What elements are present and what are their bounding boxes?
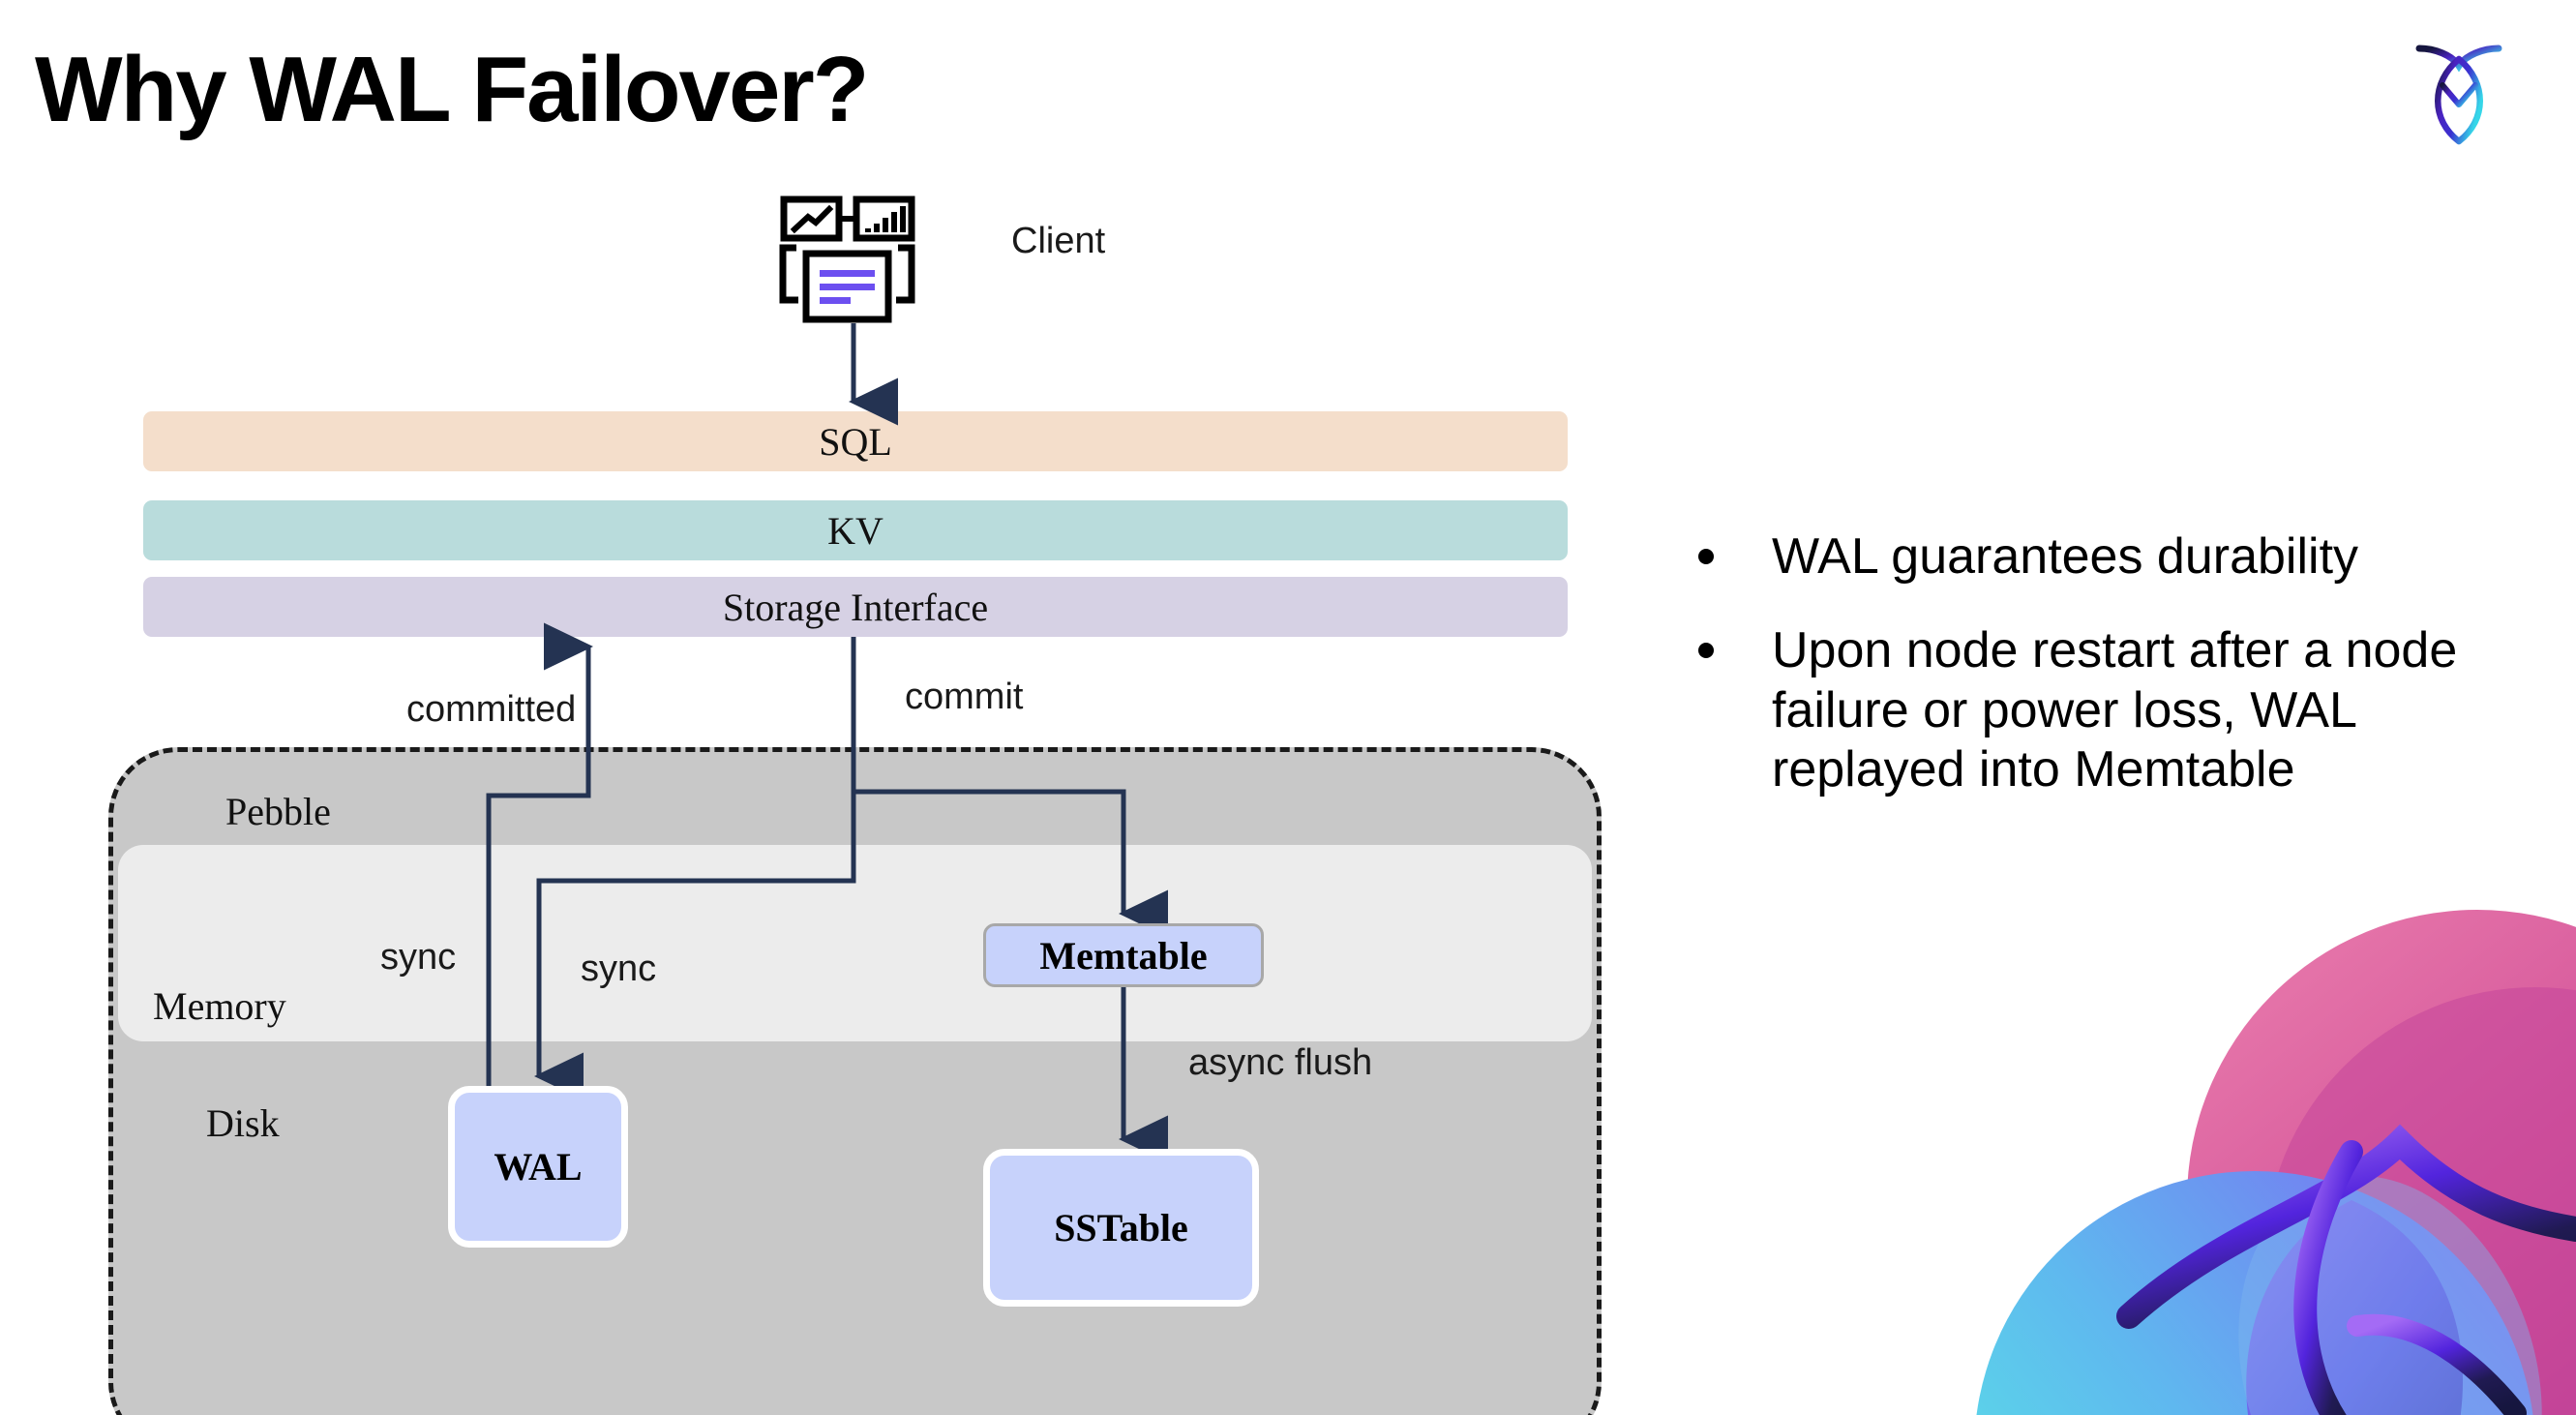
layer-label-sql: SQL	[819, 419, 892, 464]
edge-label-async-flush: async flush	[1188, 1042, 1373, 1083]
pebble-label: Pebble	[225, 790, 331, 833]
list-item: Upon node restart after a node failure o…	[1698, 621, 2550, 799]
memory-label: Memory	[153, 984, 286, 1028]
edge-label-commit: commit	[905, 677, 1024, 717]
edge-label-sync-left: sync	[380, 937, 457, 978]
bullet-text: WAL guarantees durability	[1772, 528, 2359, 585]
cockroachdb-logo	[2406, 29, 2512, 145]
disk-label: Disk	[206, 1101, 280, 1145]
architecture-diagram: Client SQL KV Storage Interface Pebble M…	[108, 194, 1602, 1415]
bullet-dot-icon	[1698, 643, 1714, 659]
client-dashboard-icon	[769, 194, 924, 329]
layer-label-storage-interface: Storage Interface	[722, 585, 989, 629]
layer-bar-kv: KV	[143, 500, 1568, 560]
layer-label-kv: KV	[827, 508, 884, 553]
client-label: Client	[1011, 221, 1106, 261]
edge-label-committed: committed	[406, 689, 577, 730]
node-memtable: Memtable	[983, 923, 1264, 987]
list-item: WAL guarantees durability	[1698, 527, 2550, 587]
bullet-text: Upon node restart after a node failure o…	[1772, 622, 2458, 798]
page-title: Why WAL Failover?	[35, 38, 869, 141]
layer-bar-sql: SQL	[143, 411, 1568, 471]
edge-label-sync-right: sync	[581, 948, 657, 989]
bullet-dot-icon	[1698, 549, 1714, 564]
bullet-list: WAL guarantees durability Upon node rest…	[1698, 527, 2550, 834]
node-label-sstable: SSTable	[1054, 1206, 1188, 1249]
cockroachdb-decorative-artwork	[1935, 910, 2576, 1415]
node-label-wal: WAL	[494, 1145, 583, 1189]
memory-zone	[118, 845, 1592, 1041]
node-wal: WAL	[448, 1086, 628, 1248]
layer-bar-storage-interface: Storage Interface	[143, 577, 1568, 637]
node-sstable: SSTable	[983, 1149, 1259, 1307]
node-label-memtable: Memtable	[1039, 933, 1208, 978]
